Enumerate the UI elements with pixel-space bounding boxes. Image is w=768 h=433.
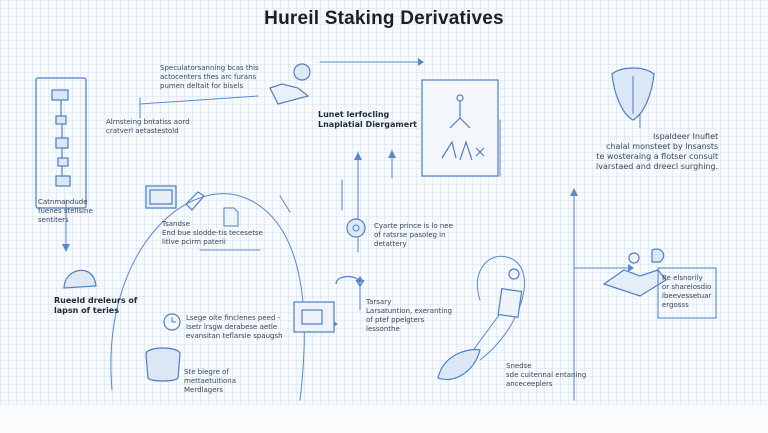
caption-right-top: Ispaldeer Inufiet chalal monsteet by lns… — [596, 132, 719, 171]
document-icon — [223, 207, 239, 227]
scroll-icon — [497, 268, 523, 318]
arrowhead-2 — [354, 152, 362, 160]
arrowhead-5 — [628, 264, 634, 272]
gear-icon — [346, 218, 366, 238]
caption-bottom-center: Ste biegre of mettaetuitiona Merdlagers — [184, 368, 237, 394]
caption-mid-lower: Tarsary Larsatuntion, exeranting of ptef… — [366, 298, 453, 333]
arrowhead-8 — [62, 244, 70, 252]
refresh-icon — [335, 275, 365, 288]
monitor-icon — [145, 185, 205, 211]
clock-icon — [163, 313, 181, 331]
caption-top-center: Speculatorsanning bcas this actocenters … — [160, 64, 259, 90]
arrowhead-1 — [418, 58, 424, 66]
caption-left-bottom: Rueeld dreleurs of lapsn of teries — [54, 296, 138, 315]
footer-band — [0, 404, 768, 433]
caption-center-lower: Cyarte prince is lo nee of ratsrse pasol… — [374, 222, 453, 248]
caption-bottom-right: Snedse sde cuitennal entaning anceceeple… — [506, 362, 587, 388]
arrowhead-7 — [356, 276, 364, 282]
caption-lower-center: Lsege oite finclenes peed - Isetr lrsgw … — [186, 314, 283, 340]
arrowhead-3 — [388, 150, 396, 158]
connector-top-left — [139, 95, 259, 105]
leaf-icon — [437, 348, 481, 381]
caption-right-mid: Re elsnorily or sharelosdio lbeevessetua… — [662, 274, 712, 309]
diagram-title: Hureil Staking Derivatives — [264, 8, 504, 29]
caption-left-lower: Catnmandude fuenes stellsine sentiters — [38, 198, 93, 224]
bag-icon — [145, 347, 181, 382]
arrowhead-4 — [570, 188, 578, 196]
connector-lower-right — [476, 255, 525, 361]
terminal-icon — [293, 301, 335, 333]
connector-center-low — [279, 195, 291, 213]
right-caption-box — [657, 267, 717, 319]
dome-icon — [63, 269, 97, 289]
caption-left-mid: Alrnsteing bntatiss aord cratverl aetast… — [106, 118, 190, 135]
central-box — [421, 79, 499, 177]
shell-icon — [611, 67, 655, 121]
caption-screen: Tsandse End bue slodde-tis tecesetse lit… — [162, 220, 263, 246]
device-stack-icon — [35, 77, 87, 209]
hand-coin-icon — [269, 63, 311, 105]
caption-center-mid: Lunet lerfocling Lnaplatial Diergamert — [318, 110, 417, 129]
